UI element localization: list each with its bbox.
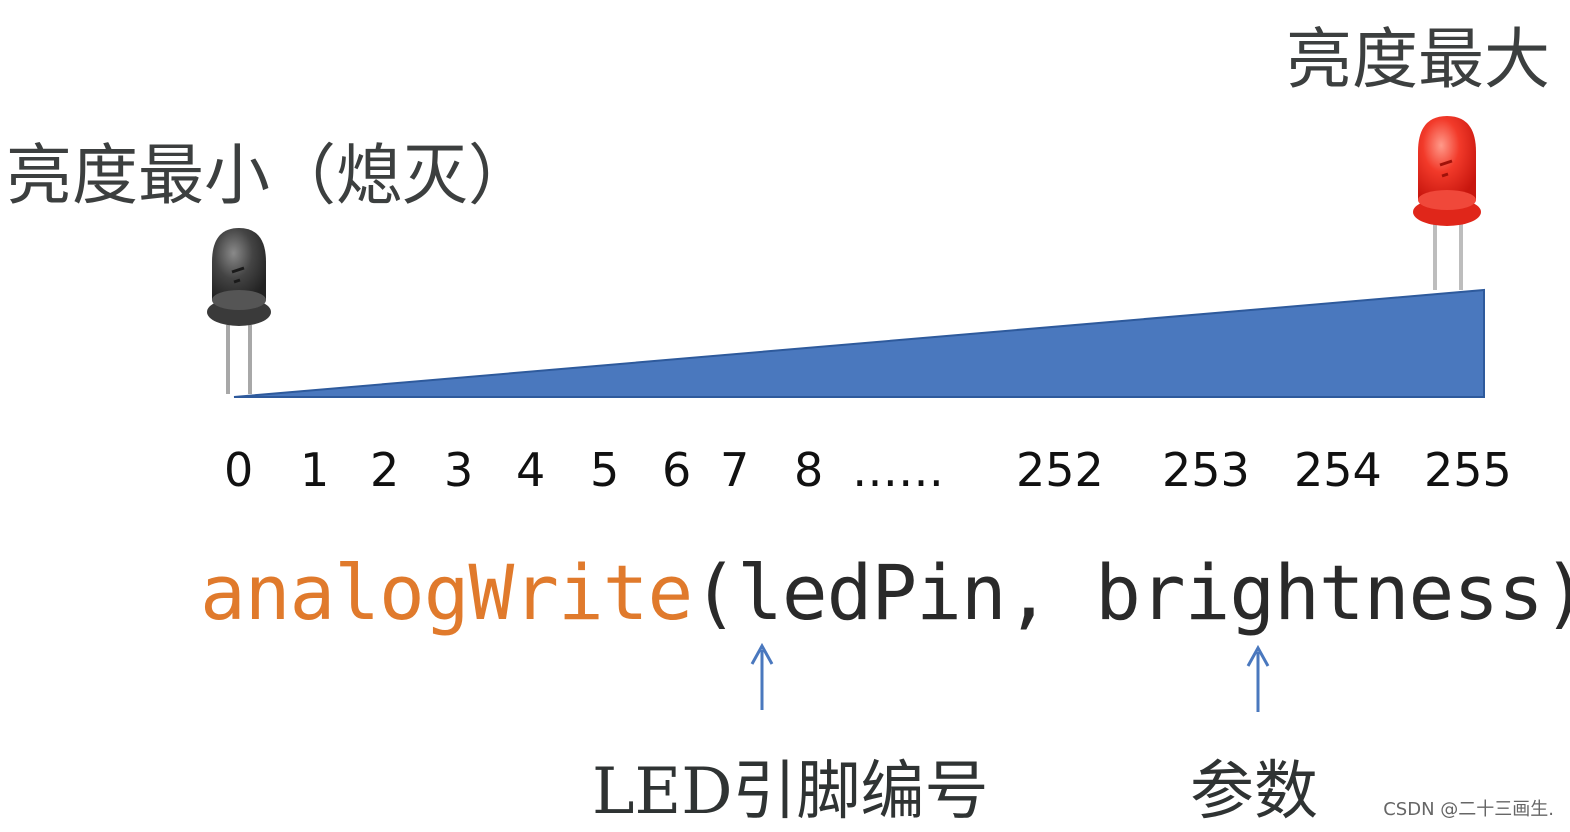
tick-label: 3 bbox=[444, 443, 473, 497]
max-brightness-label: 亮度最大 bbox=[1286, 21, 1550, 98]
min-brightness-label: 亮度最小（熄灭） bbox=[6, 137, 534, 214]
argument-ledpin: ledPin bbox=[737, 548, 1007, 637]
argument-brightness: brightness bbox=[1095, 548, 1544, 637]
led-pin-caption: LED引脚编号 bbox=[592, 755, 989, 829]
tick-label: 1 bbox=[300, 443, 329, 497]
parameter-caption: 参数 bbox=[1190, 755, 1318, 829]
arrow-up-icon bbox=[750, 642, 774, 710]
tick-label: 254 bbox=[1294, 443, 1382, 497]
code-line: analogWrite(ledPin, brightness); bbox=[200, 548, 1570, 637]
tick-label: 0 bbox=[224, 443, 253, 497]
scale-tick-labels: 0 1 2 3 4 5 6 7 8 …… 252 253 254 255 bbox=[224, 443, 1512, 497]
tick-label: 2 bbox=[370, 443, 399, 497]
tick-label: 252 bbox=[1016, 443, 1104, 497]
led-off-icon bbox=[207, 228, 271, 394]
watermark: CSDN @二十三画生. bbox=[1383, 799, 1554, 820]
close-paren: ); bbox=[1543, 548, 1570, 637]
open-paren: ( bbox=[692, 548, 738, 637]
arrow-up-icon bbox=[1246, 644, 1270, 712]
led-on-icon bbox=[1413, 116, 1481, 290]
tick-label: 4 bbox=[516, 443, 545, 497]
brightness-wedge bbox=[233, 288, 1485, 398]
function-name: analogWrite bbox=[200, 548, 693, 637]
tick-label: 8 bbox=[794, 443, 823, 497]
tick-label: 255 bbox=[1424, 443, 1512, 497]
tick-label: …… bbox=[852, 443, 944, 497]
tick-label: 253 bbox=[1162, 443, 1250, 497]
argument-separator: , bbox=[1005, 548, 1096, 637]
tick-label: 7 bbox=[720, 443, 749, 497]
tick-label: 6 bbox=[662, 443, 691, 497]
tick-label: 5 bbox=[590, 443, 619, 497]
